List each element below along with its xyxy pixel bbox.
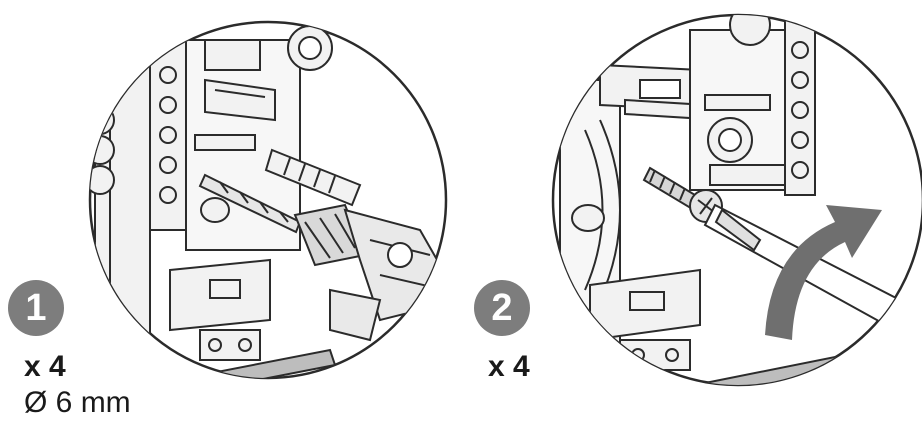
step-2-number: 2 xyxy=(491,286,513,329)
step-1-illustration xyxy=(88,20,448,380)
step-1-badge: 1 xyxy=(8,280,64,336)
step-2-quantity: x 4 xyxy=(488,350,530,383)
step-1-number: 1 xyxy=(25,286,47,329)
step-1-quantity: x 4 xyxy=(24,350,66,383)
step-2-badge: 2 xyxy=(474,280,530,336)
step-1-diameter: Ø 6 mm xyxy=(24,386,131,419)
rotate-arrow-icon xyxy=(765,205,882,340)
step-2-illustration xyxy=(551,13,922,387)
